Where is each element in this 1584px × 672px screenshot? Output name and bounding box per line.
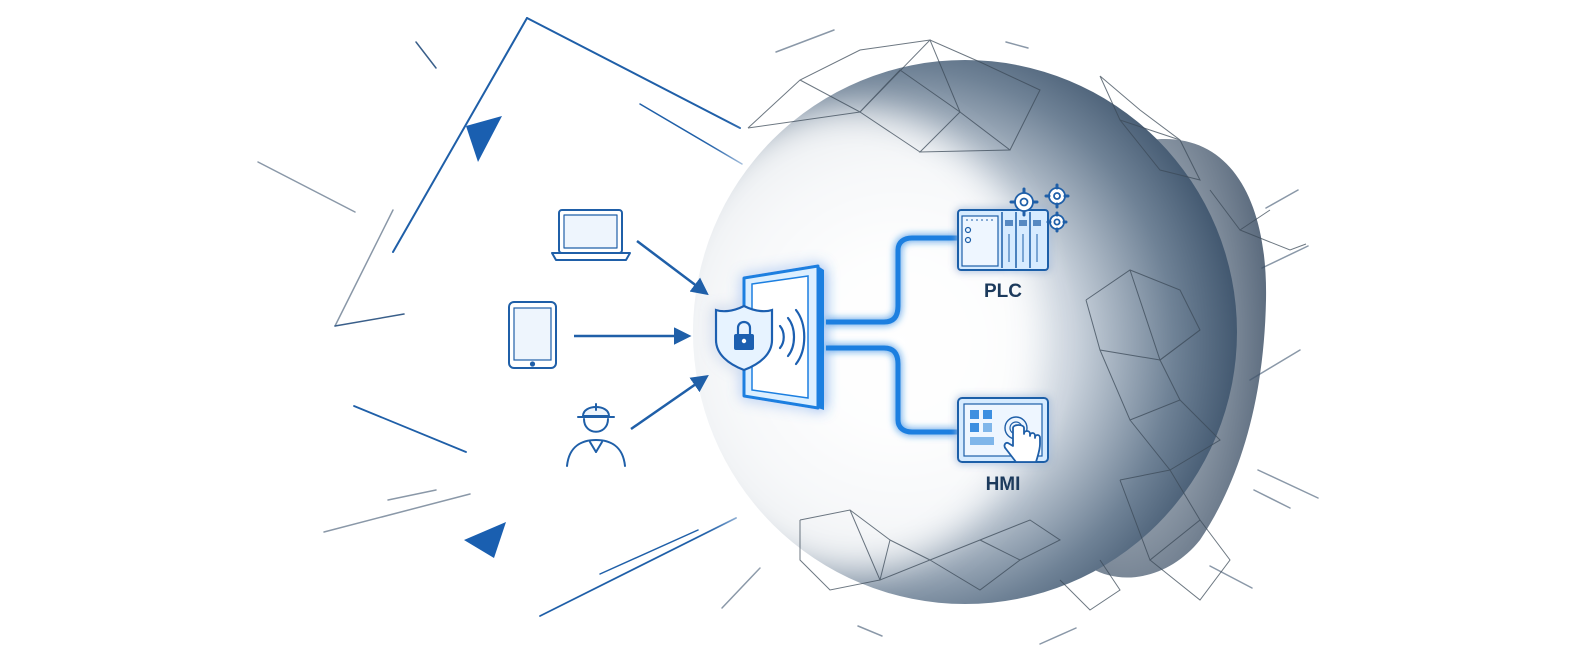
plc-controller-icon[interactable]: [957, 209, 1049, 271]
tablet-icon[interactable]: [508, 301, 557, 369]
sphere-haze: [660, 110, 1040, 570]
worker-hardhat-icon[interactable]: [566, 403, 626, 467]
hmi-label: HMI: [986, 474, 1021, 495]
arrow-worker-to-gateway: [630, 375, 709, 431]
connector-to-hmi: [826, 345, 958, 435]
gears-icon: [1009, 183, 1070, 233]
output-connectors: [826, 235, 958, 435]
laptop-icon[interactable]: [551, 209, 631, 261]
wireframe-mesh: [747, 39, 1307, 611]
input-arrows: [574, 240, 709, 431]
decorative-lines: [257, 17, 1319, 645]
triangle-decor-bottom: [464, 522, 506, 558]
plc-label: PLC: [984, 281, 1022, 302]
secure-gateway[interactable]: [714, 264, 824, 410]
triangle-decor-top: [466, 116, 502, 162]
connector-to-plc: [826, 235, 958, 325]
arrow-laptop-to-gateway: [636, 240, 709, 296]
wireless-signal-icon: [778, 308, 806, 366]
touch-hand-icon: [1003, 416, 1041, 463]
